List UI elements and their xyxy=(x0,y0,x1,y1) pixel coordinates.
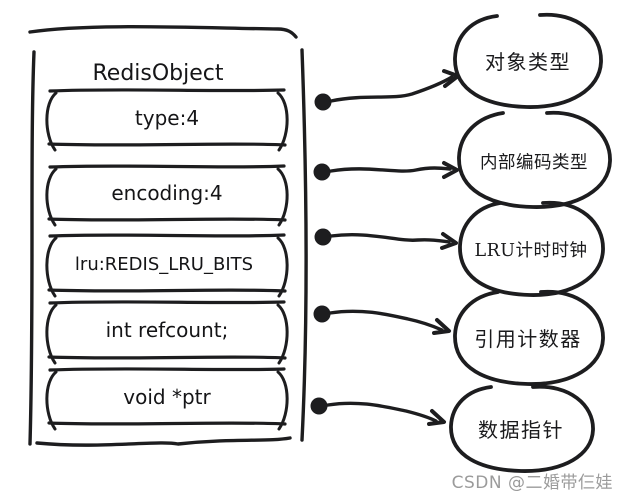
struct-bottom-edge xyxy=(35,436,292,447)
connector-arrow-shaft xyxy=(328,309,444,332)
field-label: int refcount; xyxy=(106,318,229,342)
connector-arrowhead xyxy=(440,232,458,250)
annotation-bubbles: 对象类型 内部编码类型 LRU计时时钟 引用计数器 数据指针 xyxy=(449,12,612,473)
annotation-bubble-lru-clock: LRU计时时钟 xyxy=(458,200,605,297)
connector-dot xyxy=(314,93,332,111)
connector-ptr xyxy=(310,397,446,426)
struct-right-edge xyxy=(300,48,308,442)
field-label: void *ptr xyxy=(123,385,211,409)
field-box-left-bracket xyxy=(45,167,58,227)
field-box-top-line xyxy=(48,300,286,305)
field-box-left-bracket xyxy=(45,303,58,365)
bubble-label: 对象类型 xyxy=(485,50,571,74)
connector-type xyxy=(314,69,460,111)
field-box-right-bracket xyxy=(276,236,289,298)
struct-top-edge xyxy=(28,25,298,39)
field-box-top-line xyxy=(48,233,286,238)
field-box-top-line xyxy=(48,88,286,93)
connector-encoding xyxy=(313,161,459,181)
connector-dot xyxy=(313,305,331,323)
field-box-ptr: void *ptr xyxy=(45,367,289,431)
annotation-bubble-ref-counter: 引用计数器 xyxy=(453,289,605,386)
connector-arrowhead xyxy=(432,318,451,335)
watermark: CSDN @二婚带仨娃 xyxy=(452,473,613,493)
connector-arrow-shaft xyxy=(329,232,451,244)
field-box-left-bracket xyxy=(45,91,58,152)
connector-arrow-shaft xyxy=(329,166,452,173)
connectors xyxy=(310,69,460,426)
bubble-outline xyxy=(458,200,605,297)
annotation-bubble-data-pointer: 数据指针 xyxy=(449,384,595,473)
connector-refcount xyxy=(313,305,451,335)
struct-left-edge xyxy=(28,50,36,446)
connector-arrowhead xyxy=(442,161,459,179)
bubble-label: 引用计数器 xyxy=(474,327,582,351)
field-box-bottom-line xyxy=(47,142,287,147)
field-label: type:4 xyxy=(135,106,199,130)
connector-lru xyxy=(314,228,458,250)
connector-dot xyxy=(314,228,332,246)
field-box-right-bracket xyxy=(276,91,289,152)
annotation-bubble-object-type: 对象类型 xyxy=(453,12,603,109)
connector-arrow-shaft xyxy=(329,75,454,103)
field-box-bottom-line xyxy=(47,288,287,293)
connector-dot xyxy=(310,397,328,415)
field-box-refcount: int refcount; xyxy=(45,300,289,365)
bubble-outline xyxy=(453,12,603,109)
redis-object-struct: RedisObject type:4 encoding:4 lru:REDIS_… xyxy=(28,25,308,447)
field-box-top-line xyxy=(48,164,286,169)
bubble-outline xyxy=(453,289,605,386)
field-label: encoding:4 xyxy=(111,181,222,205)
annotation-bubble-encoding-type: 内部编码类型 xyxy=(457,110,612,209)
field-box-right-bracket xyxy=(276,167,289,227)
field-label: lru:REDIS_LRU_BITS xyxy=(75,254,253,275)
bubble-outline xyxy=(449,384,595,473)
field-box-top-line xyxy=(48,367,286,372)
field-box-right-bracket xyxy=(276,370,289,431)
bubble-outline xyxy=(457,110,612,209)
connector-arrowhead xyxy=(427,409,446,426)
field-box-right-bracket xyxy=(276,303,289,365)
bubble-label: 数据指针 xyxy=(478,418,564,442)
field-box-bottom-line xyxy=(47,355,287,360)
field-box-left-bracket xyxy=(45,236,58,298)
bubble-label: LRU计时时钟 xyxy=(474,241,587,261)
field-box-lru: lru:REDIS_LRU_BITS xyxy=(45,233,289,298)
field-box-bottom-line xyxy=(47,421,287,426)
connector-arrow-shaft xyxy=(326,401,438,423)
connector-dot xyxy=(313,163,331,181)
bubble-label: 内部编码类型 xyxy=(480,153,588,173)
field-box-type: type:4 xyxy=(45,88,289,152)
struct-title: RedisObject xyxy=(92,61,223,86)
field-box-bottom-line xyxy=(47,217,287,222)
field-box-encoding: encoding:4 xyxy=(45,164,289,227)
field-box-left-bracket xyxy=(45,370,58,431)
